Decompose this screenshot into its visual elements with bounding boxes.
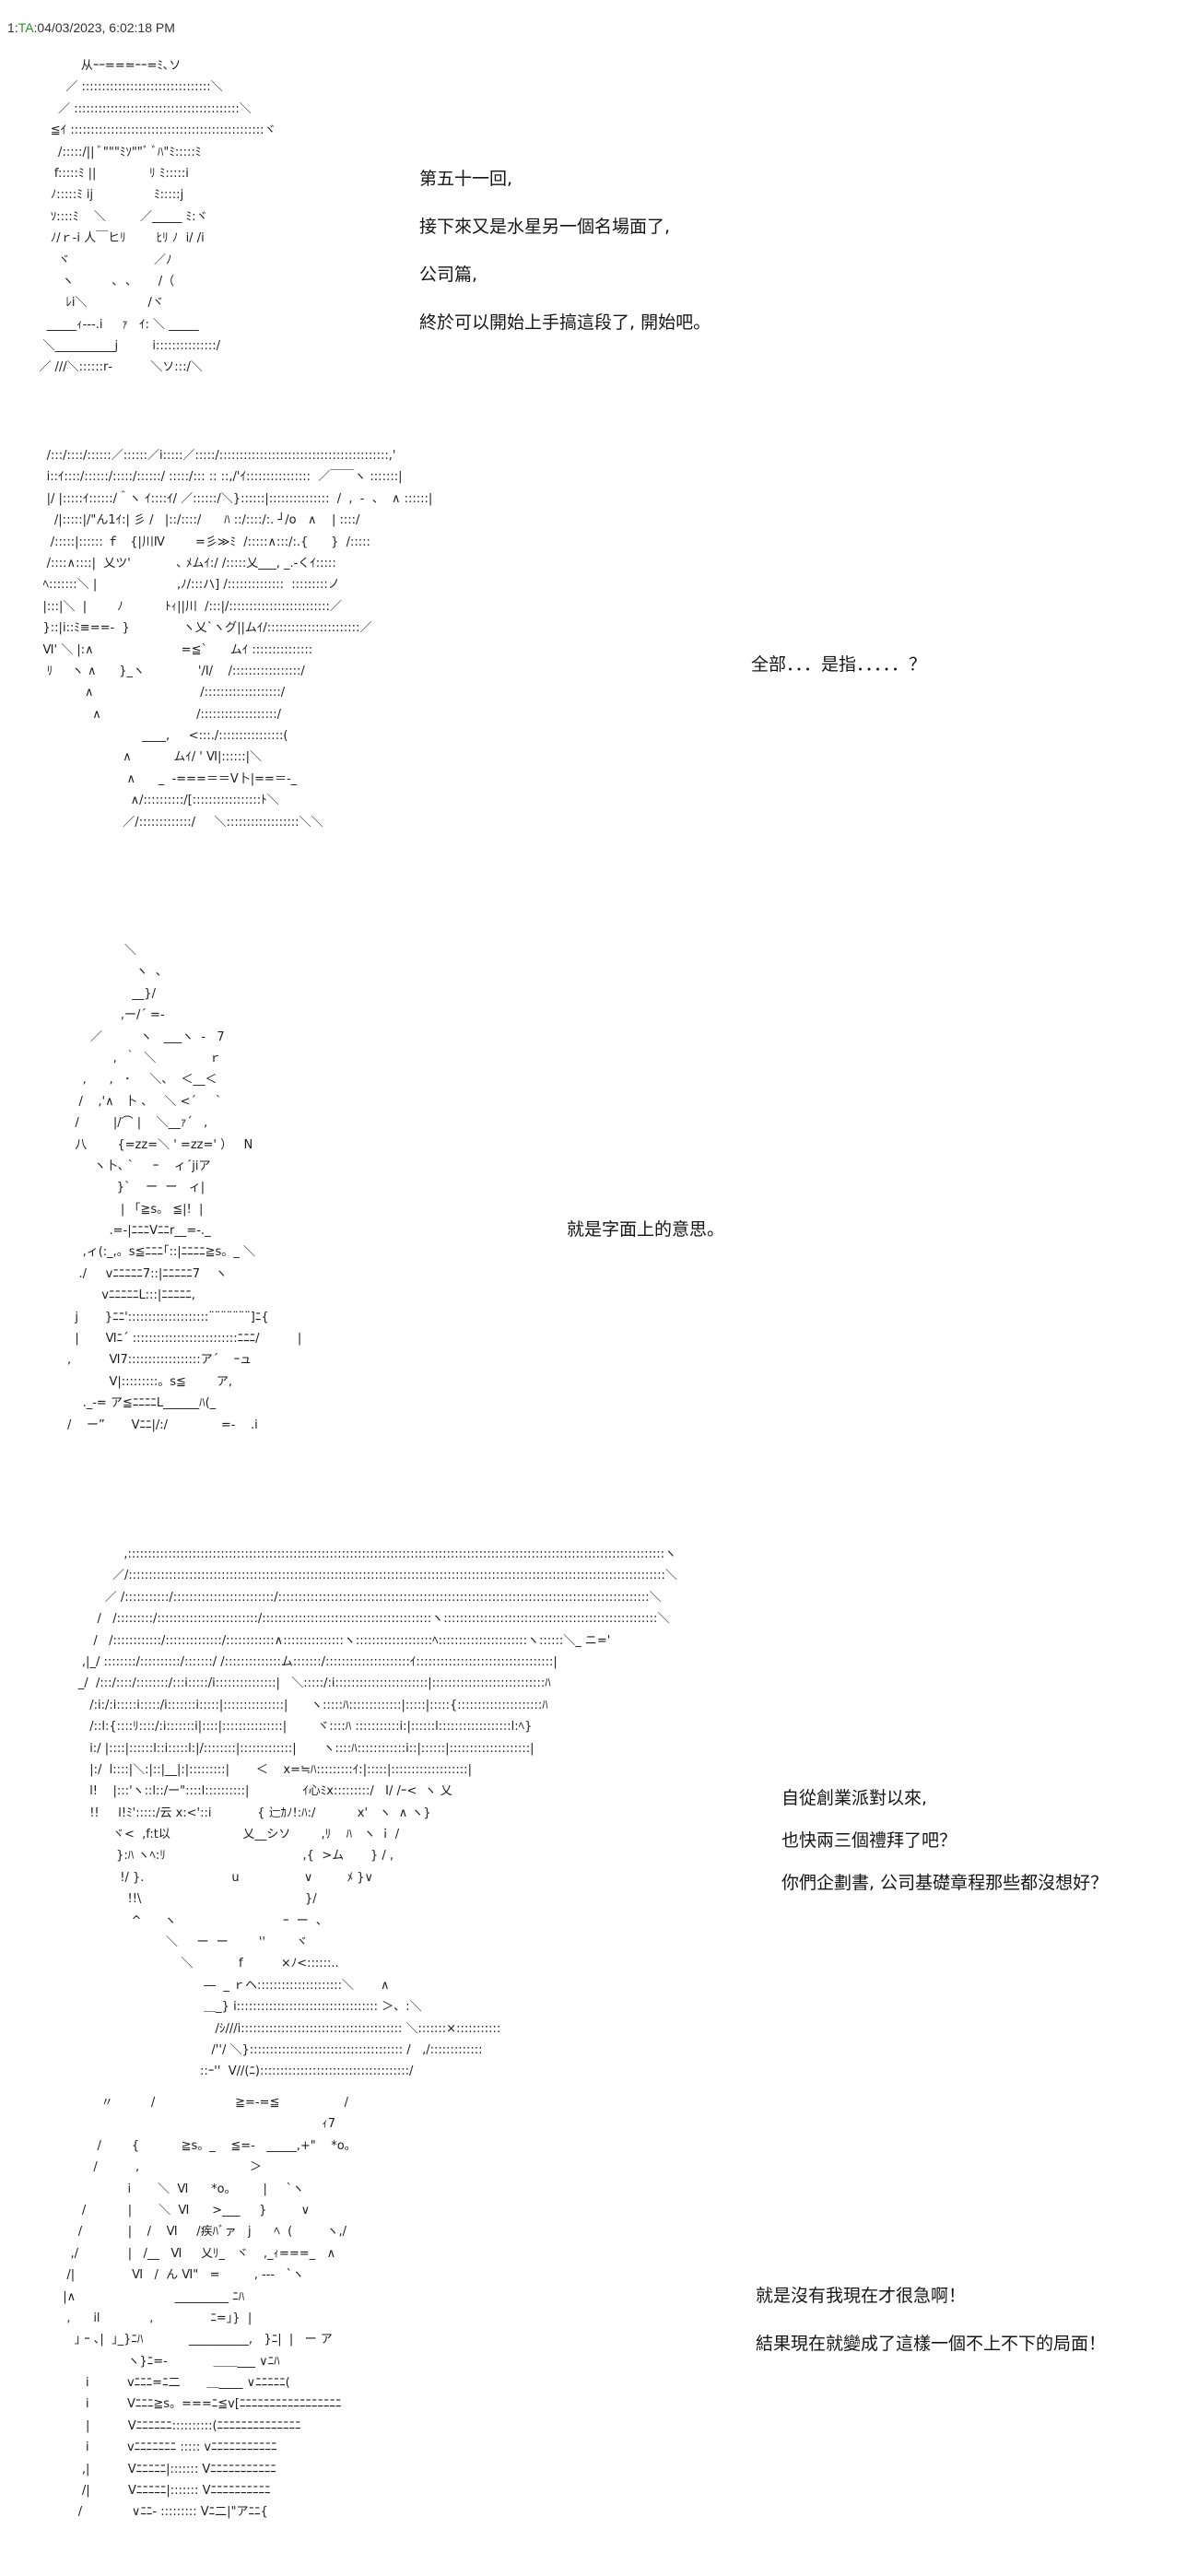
dialog-line: 就是沒有我現在才很急啊！: [756, 2286, 967, 2306]
dialog-line: 接下來又是水星另一個名場面了,: [419, 217, 671, 237]
dialog-line: 也快兩三個禮拜了吧？: [781, 1830, 957, 1851]
dialog-line: 終於可以開始上手搞這段了, 開始吧。: [419, 312, 711, 333]
post-timestamp: :04/03/2023, 6:02:18 PM: [33, 20, 175, 35]
dialog-line: 自從創業派對以來,: [781, 1788, 928, 1808]
dialog-line: 就是字面上的意思。: [567, 1219, 725, 1240]
post-header: 1:TA:04/03/2023, 6:02:18 PM: [7, 20, 175, 35]
dialog-panel-3: 就是字面上的意思。: [567, 1206, 724, 1253]
dialog-line: 結果現在就變成了這樣一個不上不下的局面！: [756, 2334, 1107, 2354]
dialog-panel-1: 第五十一回, 接下來又是水星另一個名場面了, 公司篇, 終於可以開始上手搞這段了…: [419, 155, 711, 347]
dialog-panel-2: 全部．．．是指．．．．．？: [751, 641, 926, 688]
ascii-art-panel-4: ,:::::::::::::::::::::::::::::::::::::::…: [77, 1547, 677, 2088]
ascii-art-panel-5: 〃 / ≧=‐=≦ / ｨ7 / { ≧s。_ ≦=‐ _____,+" *o。: [63, 2096, 357, 2520]
ascii-art-panel-2: /:::/::::/::::::／::::::／i:::::／:::::/:::…: [42, 449, 433, 829]
dialog-line: 你們企劃書, 公司基礎章程那些都沒想好？: [781, 1873, 1109, 1893]
ascii-art-panel-1: 从ｰｰ===ｰｰ=ﾐ､ソ ／ :::::::::::::::::::::::::…: [39, 59, 276, 375]
dialog-line: 全部．．．是指．．．．．？: [751, 654, 927, 675]
poster-name: TA: [18, 20, 34, 35]
ascii-art-panel-3: ＼ ヽ 、 __}/ ,ー/´ =- ／ ヽ ___ヽ - 7 , ｀ ＼ ｒ …: [67, 944, 302, 1432]
dialog-panel-4: 自從創業派對以來, 也快兩三個禮拜了吧？ 你們企劃書, 公司基礎章程那些都沒想好…: [781, 1777, 1108, 1904]
dialog-line: 第五十一回,: [419, 169, 513, 189]
dialog-line: 公司篇,: [419, 265, 478, 285]
post-number: 1:: [7, 20, 18, 35]
dialog-panel-5: 就是沒有我現在才很急啊！ 結果現在就變成了這樣一個不上不下的局面！: [756, 2272, 1106, 2368]
